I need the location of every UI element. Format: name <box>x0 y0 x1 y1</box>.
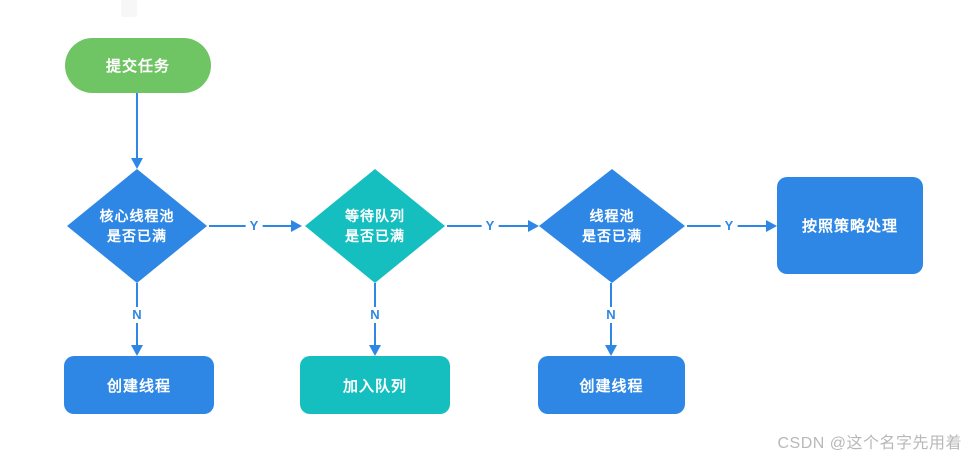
scrollbar-artifact <box>121 0 137 17</box>
node-decision-wait-queue-line1: 等待队列 <box>345 208 405 224</box>
edge-core-y-arrowhead-icon <box>291 220 302 232</box>
node-join-queue: 加入队列 <box>300 356 450 414</box>
edge-start-core-arrowhead-icon <box>131 158 143 169</box>
edge-pool-y-label: Y <box>720 218 738 234</box>
edge-queue-y-label: Y <box>481 218 499 234</box>
node-decision-core-pool: 核心线程池 是否已满 <box>67 169 207 283</box>
node-decision-wait-queue-line2: 是否已满 <box>345 228 405 244</box>
node-create-thread-1: 创建线程 <box>64 356 214 414</box>
node-create-thread-2: 创建线程 <box>538 356 685 414</box>
node-start-label: 提交任务 <box>105 58 170 75</box>
edge-core-n-label: N <box>128 307 146 323</box>
node-decision-thread-pool-line2: 是否已满 <box>582 228 642 244</box>
edge-pool-n-label: N <box>602 307 620 323</box>
edge-core-n-arrowhead-icon <box>131 345 143 356</box>
node-join-queue-label: 加入队列 <box>342 377 407 395</box>
node-handle-policy-label: 按照策略处理 <box>801 218 898 235</box>
edge-queue-n-label: N <box>366 307 384 323</box>
node-decision-wait-queue: 等待队列 是否已满 <box>305 169 445 283</box>
node-decision-core-pool-line1: 核心线程池 <box>99 208 175 224</box>
node-decision-thread-pool-line1: 线程池 <box>589 208 635 224</box>
node-decision-core-pool-line2: 是否已满 <box>107 228 167 244</box>
node-create-thread-2-label: 创建线程 <box>579 377 644 395</box>
edge-queue-y-arrowhead-icon <box>528 220 539 232</box>
edge-queue-n-arrowhead-icon <box>369 345 381 356</box>
edge-start-core-line <box>136 93 138 158</box>
node-handle-policy: 按照策略处理 <box>777 177 923 274</box>
node-create-thread-1-label: 创建线程 <box>106 377 171 395</box>
edge-pool-y-arrowhead-icon <box>766 220 777 232</box>
edge-pool-n-arrowhead-icon <box>605 345 617 356</box>
node-start: 提交任务 <box>65 38 211 93</box>
csdn-watermark: CSDN @这个名字先用着 <box>777 435 962 452</box>
node-decision-thread-pool: 线程池 是否已满 <box>539 169 685 283</box>
edge-core-y-label: Y <box>245 218 263 234</box>
